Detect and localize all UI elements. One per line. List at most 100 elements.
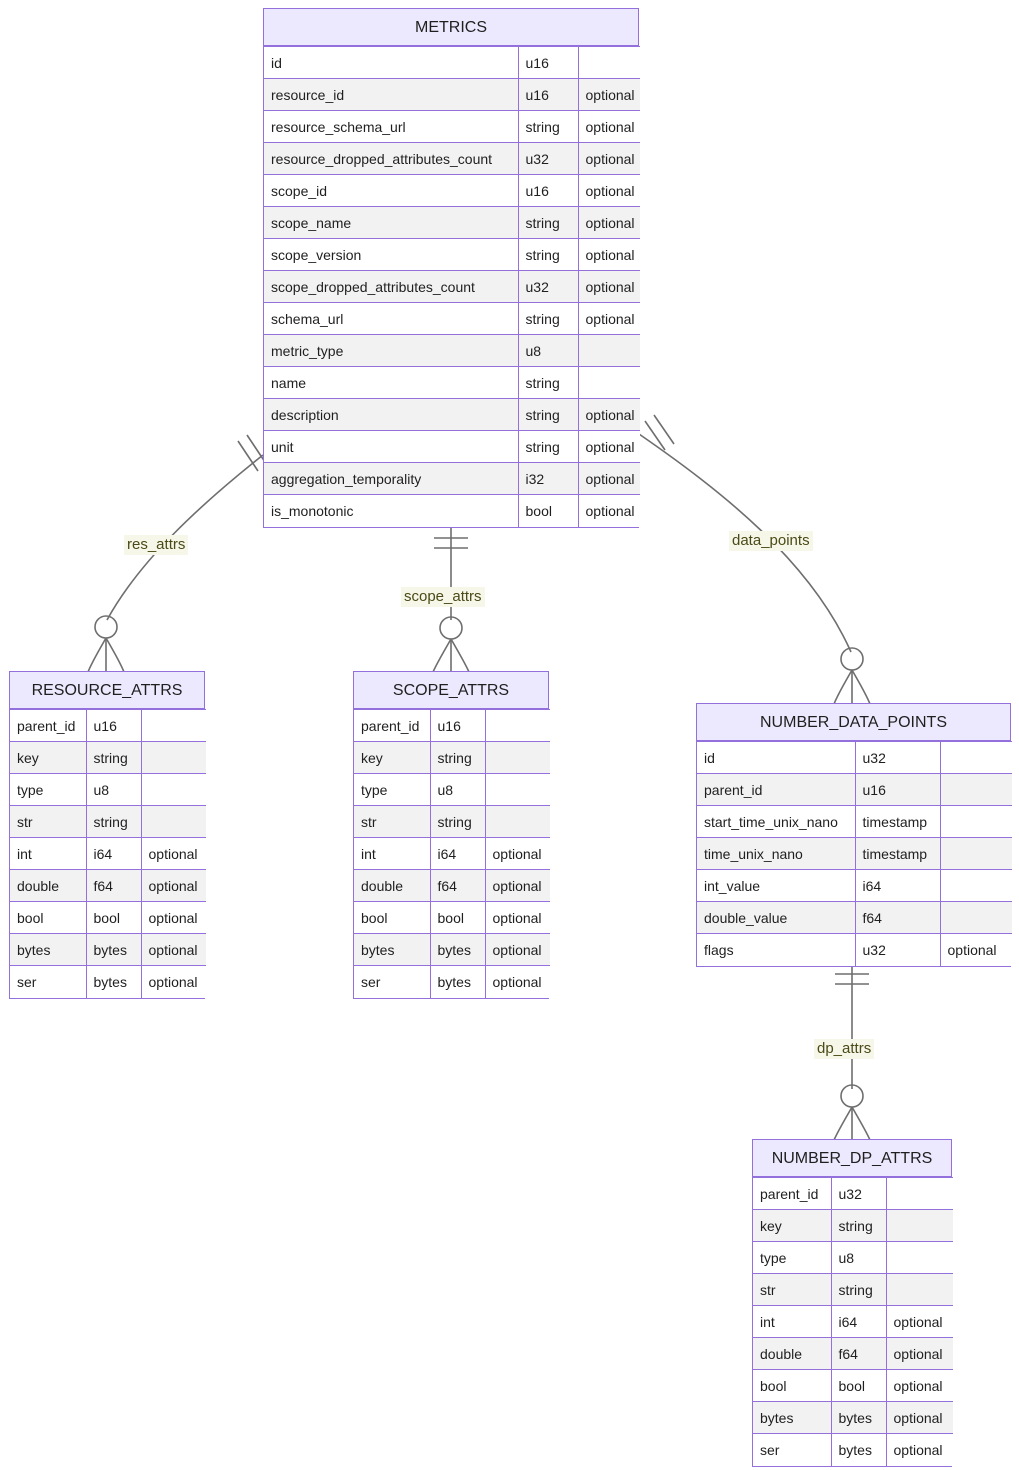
column-name: unit	[264, 430, 519, 463]
entity-metrics-title: METRICS	[264, 9, 638, 46]
column-type: u8	[517, 334, 579, 367]
res-attrs-zero-circle	[94, 615, 118, 639]
column-key	[140, 741, 206, 774]
column-key	[885, 1241, 953, 1274]
column-type: string	[429, 805, 486, 838]
data-points-line	[638, 433, 852, 653]
column-name: parent_id	[753, 1177, 832, 1210]
column-type: f64	[85, 869, 142, 902]
relationship-link-scope-attrs	[432, 527, 470, 673]
res-attrs-line	[106, 454, 264, 621]
column-name: key	[10, 741, 87, 774]
data-points-one-tick-b	[653, 414, 675, 445]
column-type: string	[517, 302, 579, 335]
column-name: bool	[354, 901, 431, 934]
column-name: resource_schema_url	[264, 110, 519, 143]
column-type: u8	[429, 773, 486, 806]
column-type: u8	[85, 773, 142, 806]
column-key: optional	[939, 933, 1012, 966]
column-name: double	[354, 869, 431, 902]
column-name: ser	[354, 965, 431, 998]
column-type: f64	[429, 869, 486, 902]
column-name: ser	[753, 1433, 832, 1466]
column-key	[939, 741, 1012, 774]
column-key: optional	[140, 965, 206, 998]
column-key: optional	[140, 869, 206, 902]
column-name: id	[264, 46, 519, 79]
column-name: type	[10, 773, 87, 806]
column-name: type	[354, 773, 431, 806]
column-name: int	[753, 1305, 832, 1338]
res-attrs-foot-right	[105, 637, 125, 673]
entity-scope-attrs-title: SCOPE_ATTRS	[354, 672, 548, 709]
column-key: optional	[484, 965, 550, 998]
relationship-label-res-attrs: res_attrs	[124, 535, 189, 555]
column-name: key	[354, 741, 431, 774]
column-name: start_time_unix_nano	[697, 805, 856, 838]
column-name: ser	[10, 965, 87, 998]
column-type: u8	[830, 1241, 887, 1274]
relationship-label-dp-attrs: dp_attrs	[814, 1039, 875, 1059]
column-key	[140, 773, 206, 806]
scope-attrs-foot-left	[432, 638, 452, 673]
column-type: u32	[854, 933, 941, 966]
data-points-zero-circle	[840, 647, 864, 671]
column-type: u16	[85, 709, 142, 742]
column-name: parent_id	[354, 709, 431, 742]
entity-number-dp-attrs-title: NUMBER_DP_ATTRS	[753, 1140, 951, 1177]
column-type: i32	[517, 462, 579, 495]
column-name: key	[753, 1209, 832, 1242]
column-key: optional	[577, 430, 640, 463]
column-key: optional	[577, 270, 640, 303]
column-key	[577, 46, 640, 79]
column-name: int	[10, 837, 87, 870]
column-type: u16	[517, 174, 579, 207]
column-type: f64	[854, 901, 941, 934]
column-key: optional	[577, 462, 640, 495]
column-key: optional	[484, 901, 550, 934]
column-name: str	[753, 1273, 832, 1306]
column-key: optional	[577, 142, 640, 175]
column-type: string	[517, 366, 579, 399]
res-attrs-one-tick-a	[237, 440, 259, 472]
column-key	[885, 1177, 953, 1210]
column-name: schema_url	[264, 302, 519, 335]
column-key: optional	[885, 1401, 953, 1434]
column-name: id	[697, 741, 856, 774]
column-key: optional	[577, 302, 640, 335]
column-type: u16	[517, 78, 579, 111]
column-name: metric_type	[264, 334, 519, 367]
column-name: description	[264, 398, 519, 431]
column-type: u32	[517, 270, 579, 303]
column-name: name	[264, 366, 519, 399]
column-name: double	[753, 1337, 832, 1370]
column-type: u16	[429, 709, 486, 742]
column-name: bytes	[354, 933, 431, 966]
column-key	[939, 773, 1012, 806]
data-points-one-tick-a	[644, 420, 666, 451]
